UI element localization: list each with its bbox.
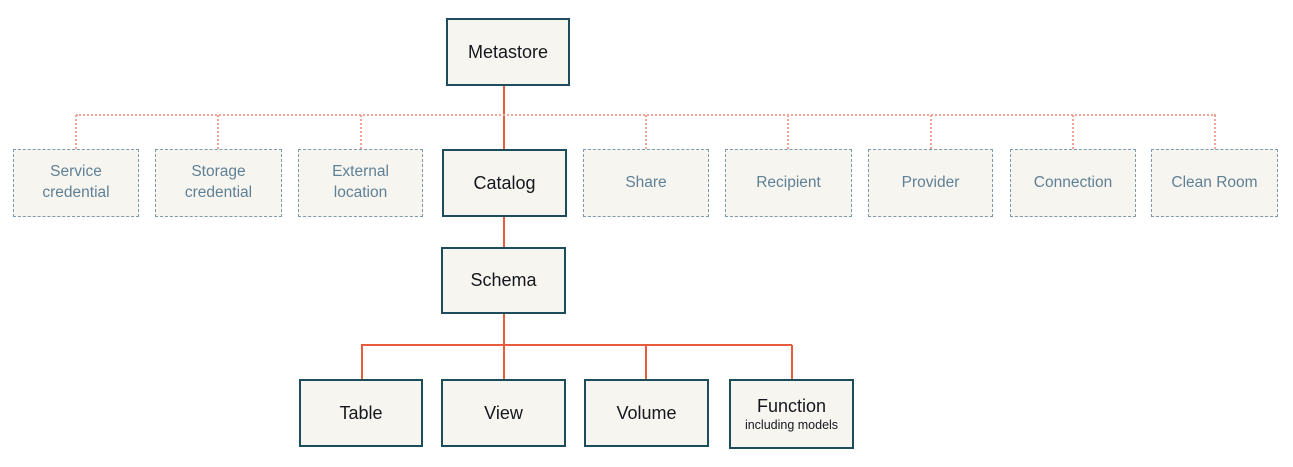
node-catalog-label: Catalog [473,172,536,193]
node-storage-credential-label: Storage credential [184,163,253,201]
node-connection: Connection [1010,149,1136,217]
node-provider-label: Provider [901,173,960,191]
node-service-credential: Service credential [13,149,139,217]
node-share: Share [583,149,709,217]
node-catalog: Catalog [442,149,567,217]
connector-metastore-catalog [503,86,505,149]
node-volume-label: Volume [616,402,677,423]
node-external-location-label: External location [332,163,389,201]
connector-drop-function [791,345,793,379]
node-provider: Provider [868,149,993,217]
node-volume: Volume [584,379,709,447]
node-metastore: Metastore [446,18,570,86]
connector-drop-provider [930,115,932,149]
node-view-label: View [484,402,523,423]
connector-drop-storage-credential [217,115,219,149]
node-recipient: Recipient [725,149,852,217]
node-table-label: Table [339,402,383,423]
node-function-label: Function [756,395,827,416]
node-share-label: Share [625,173,667,191]
connector-bottom-bus [361,344,792,346]
connector-drop-service-credential [75,115,77,149]
node-function-sublabel: including models [744,418,839,433]
node-clean-room-label: Clean Room [1171,173,1258,191]
connector-drop-table [361,345,363,379]
node-schema-label: Schema [470,270,537,291]
connector-drop-share [645,115,647,149]
node-schema: Schema [441,247,566,314]
node-clean-room: Clean Room [1151,149,1278,217]
node-recipient-label: Recipient [756,173,821,191]
node-service-credential-label: Service credential [42,163,110,201]
connector-drop-clean-room [1214,115,1216,149]
node-storage-credential: Storage credential [155,149,282,217]
connector-drop-external-location [360,115,362,149]
connector-catalog-schema [503,217,505,247]
node-view: View [441,379,566,447]
node-metastore-label: Metastore [467,41,549,62]
connector-schema-view [503,314,505,379]
connector-drop-recipient [787,115,789,149]
node-table: Table [299,379,423,447]
connector-drop-connection [1072,115,1074,149]
connector-drop-volume [645,345,647,379]
node-external-location: External location [298,149,423,217]
node-function: Function including models [729,379,854,449]
node-connection-label: Connection [1033,173,1113,191]
